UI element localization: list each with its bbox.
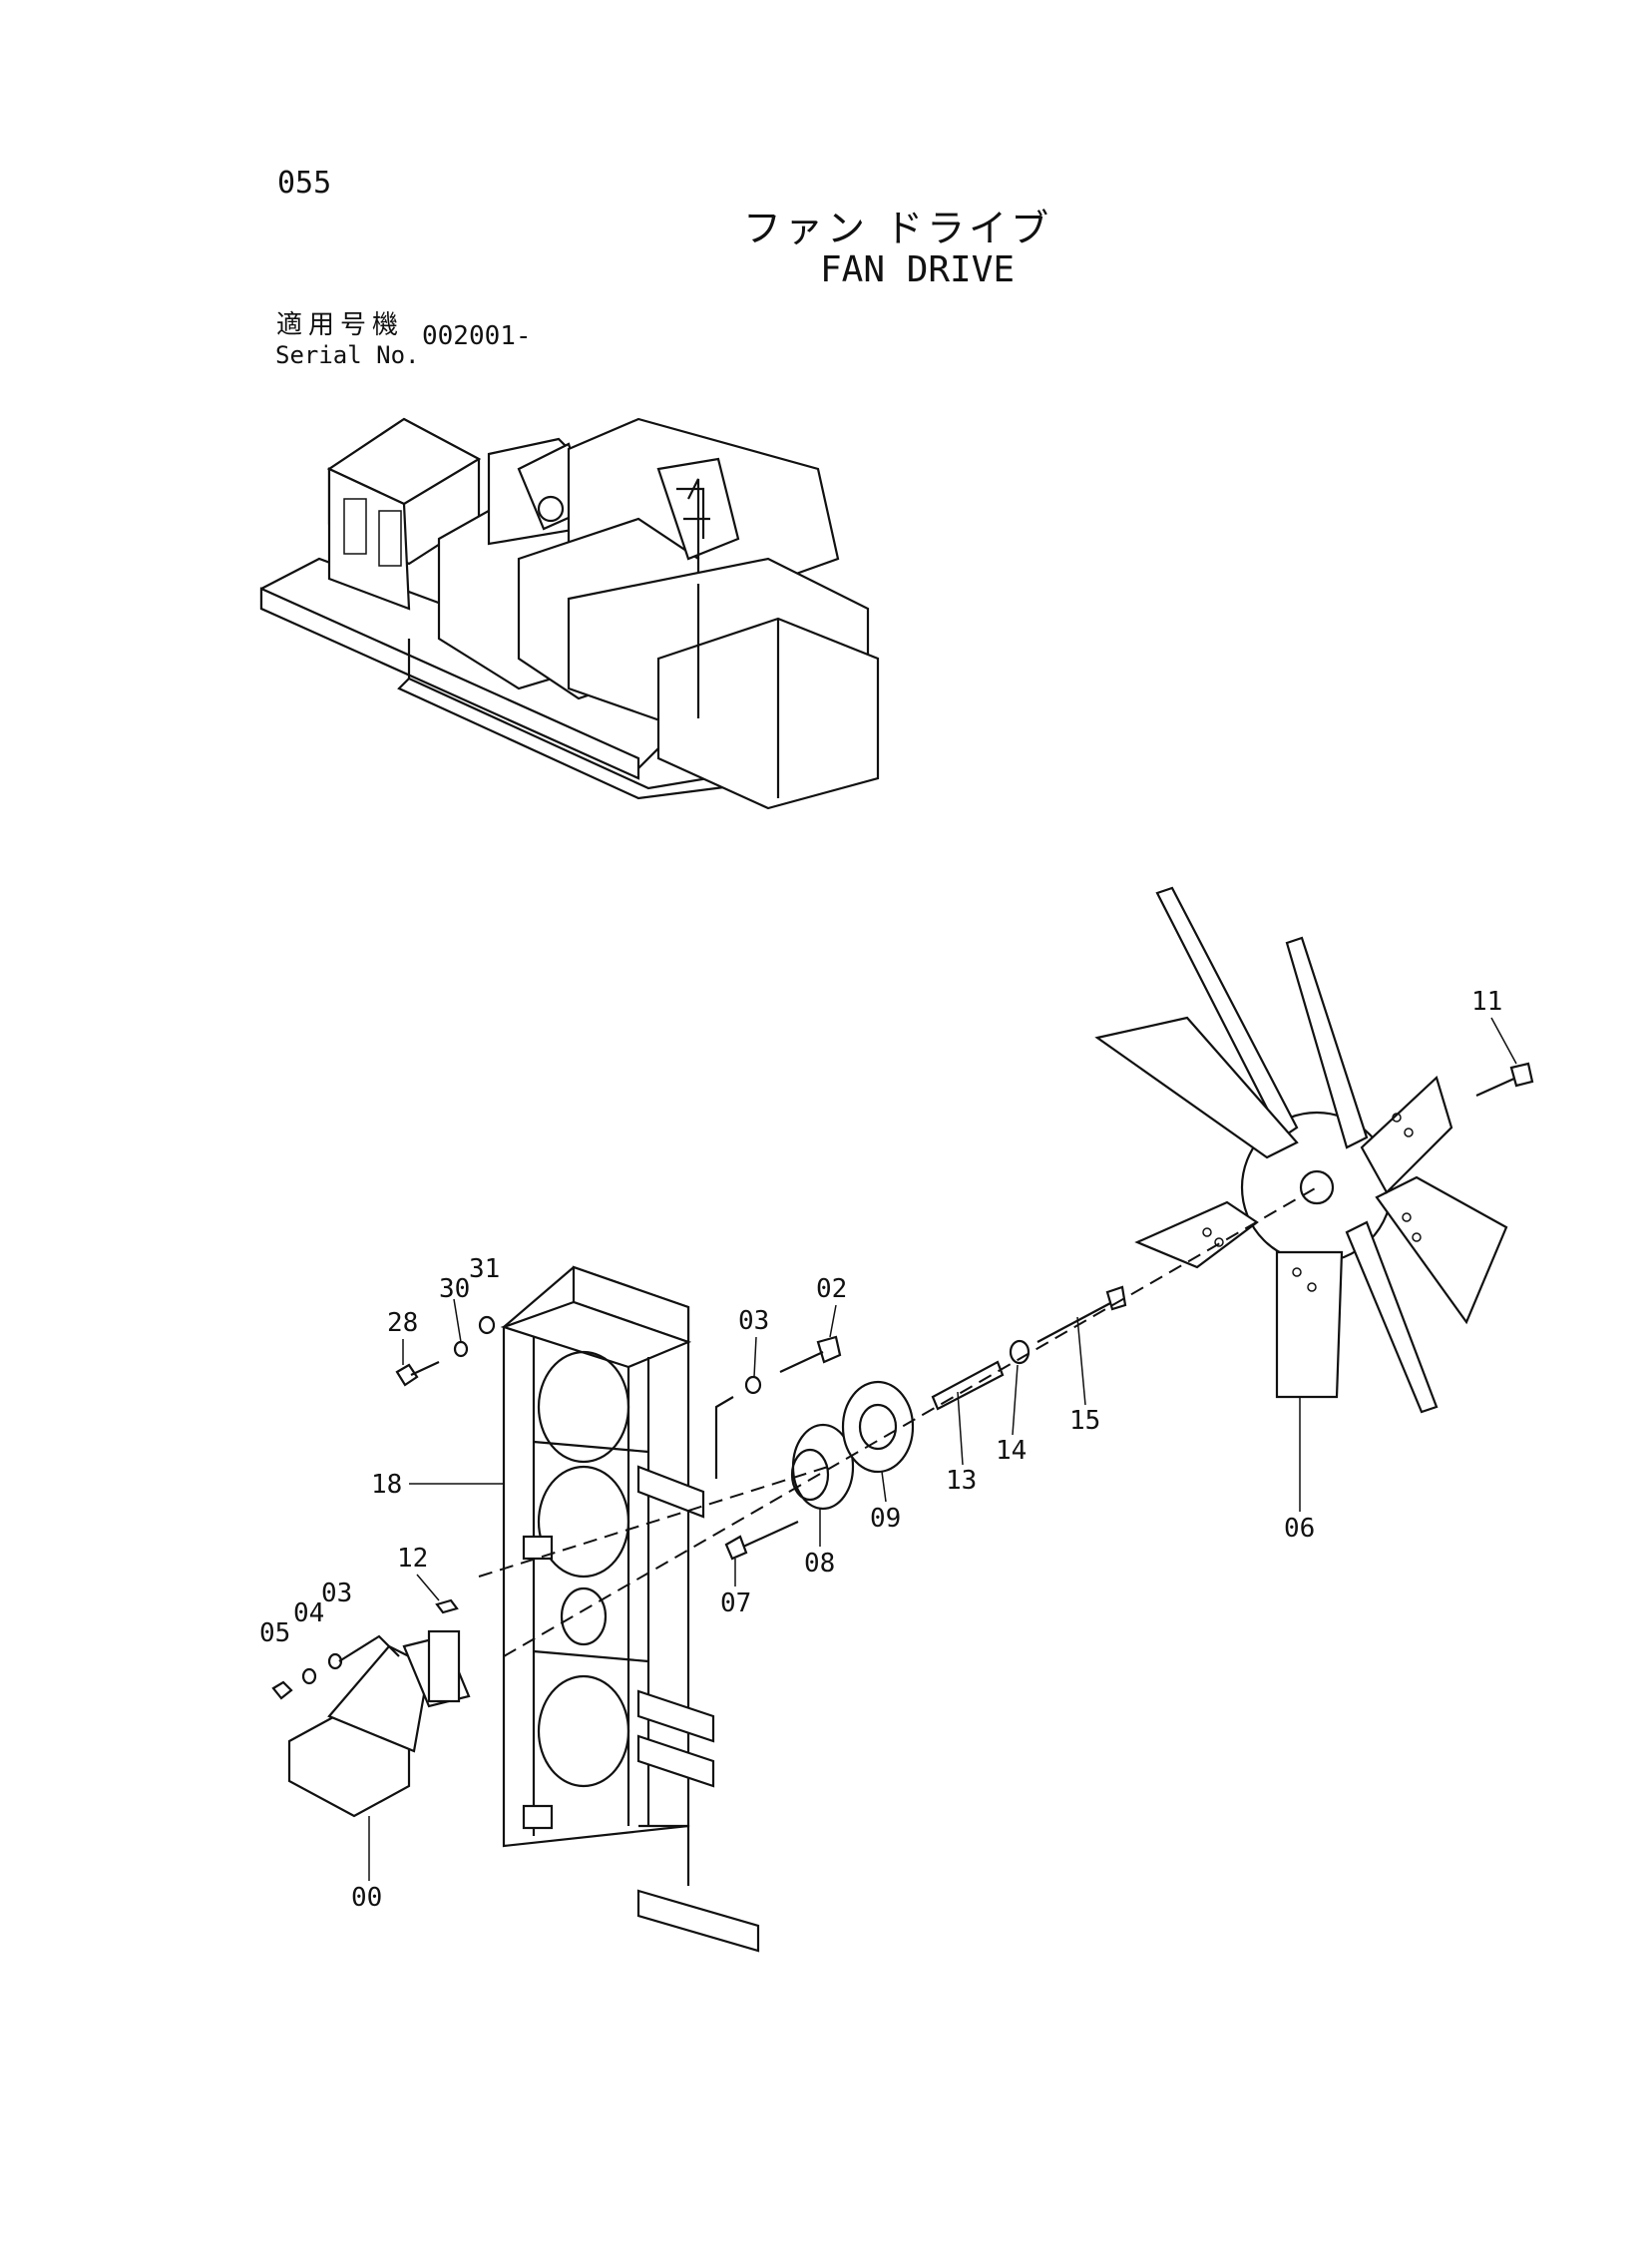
fan-part-06: [1094, 886, 1508, 1414]
leader-lines: [368, 1017, 1517, 1881]
part-label-28: 28: [387, 1308, 418, 1338]
serial-label-english: Serial No.: [275, 341, 420, 369]
part-label-08: 08: [804, 1549, 835, 1579]
part-label-14: 14: [996, 1436, 1027, 1466]
part-label-03-upper: 03: [738, 1306, 769, 1336]
part-label-18: 18: [371, 1470, 402, 1500]
part-label-30: 30: [439, 1274, 470, 1304]
part-label-03-lower: 03: [321, 1579, 352, 1608]
fan-frame-part-18: [500, 1265, 760, 1953]
part-label-02: 02: [816, 1274, 847, 1304]
serial-value: 002001-: [422, 321, 532, 351]
part-label-06: 06: [1284, 1514, 1315, 1544]
part-label-13: 13: [946, 1466, 977, 1496]
part-label-00: 00: [351, 1883, 382, 1913]
small-parts: [271, 1062, 1534, 1700]
part-label-11: 11: [1471, 987, 1502, 1017]
assembly-lines: [338, 1186, 1318, 1662]
part-label-09: 09: [870, 1504, 901, 1534]
title-japanese: ファン ドライブ: [743, 207, 1053, 250]
part-labels: 11 02 03 28 30 31 18 15 14 13 09 08 07 0…: [259, 987, 1502, 1913]
part-label-05: 05: [259, 1618, 290, 1648]
part-label-31: 31: [469, 1254, 500, 1284]
serial-label-japanese: 適用号機: [276, 310, 405, 340]
page-number: 055: [277, 166, 332, 201]
title-english: FAN DRIVE: [820, 249, 1016, 290]
machine-overview-illustration: [259, 417, 880, 810]
part-label-12: 12: [397, 1544, 428, 1574]
part-label-15: 15: [1069, 1406, 1100, 1436]
part-label-04: 04: [293, 1598, 324, 1628]
part-label-07: 07: [720, 1588, 751, 1618]
fan-motor-part-00: [287, 1629, 471, 1818]
